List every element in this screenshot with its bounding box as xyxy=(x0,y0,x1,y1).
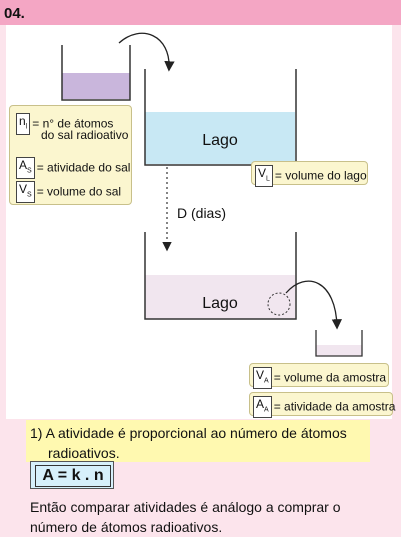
vl-text: = volume do lago xyxy=(274,168,367,183)
a-text: = atividade do sal xyxy=(36,160,131,175)
sample-volume-legend: VA= volume da amostra xyxy=(249,363,389,390)
question-header: 04. xyxy=(0,0,401,25)
note-conclusion: Então comparar atividades é análogo a co… xyxy=(30,497,390,537)
n-symbol: nl xyxy=(16,113,31,136)
n-text-line2: do sal radioativo xyxy=(41,128,129,142)
salt-liquid xyxy=(62,73,130,99)
lake-bottom: Lago xyxy=(144,232,297,320)
legend-n: nl= n° de átomos xyxy=(16,113,114,136)
diagram-svg: Lago D (dias) Lago xyxy=(61,32,363,357)
diagram-panel: Lago D (dias) Lago xyxy=(6,25,392,419)
va-symbol: VA xyxy=(253,367,272,390)
time-label: D (dias) xyxy=(177,205,226,221)
sample-region xyxy=(267,292,291,316)
sample-liquid xyxy=(316,345,362,356)
note2-line1: Então comparar atividades é análogo a co… xyxy=(30,499,341,515)
lake-label-top: Lago xyxy=(202,132,238,149)
n-text: = n° de átomos xyxy=(32,116,114,131)
note-proportional: 1) A atividade é proporcional ao número … xyxy=(30,423,370,463)
v-symbol: VS xyxy=(16,181,35,204)
legend-a: AS= atividade do sal xyxy=(16,157,131,180)
vl-symbol: VL xyxy=(255,165,273,188)
note-highlight xyxy=(26,420,370,462)
note1-line2: radioativos. xyxy=(48,445,120,461)
formula: A = k . n xyxy=(35,465,111,487)
lake-water xyxy=(145,112,295,164)
aa-symbol: AA xyxy=(253,396,272,419)
question-number: 04. xyxy=(4,5,25,22)
note1-line1: 1) A atividade é proporcional ao número … xyxy=(30,425,347,441)
sample-activity-legend: AA= atividade da amostra xyxy=(249,392,396,419)
legend-v: VS= volume do sal xyxy=(16,181,122,204)
note2-line2: número de átomos radioativos. xyxy=(30,519,223,535)
formula-box: A = k . n xyxy=(30,461,114,489)
lake-label-bottom: Lago xyxy=(202,295,238,312)
salt-legend: nl= n° de átomos do sal radioativo AS= a… xyxy=(9,105,132,205)
v-text: = volume do sal xyxy=(36,184,122,199)
va-text: = volume da amostra xyxy=(273,370,387,385)
lake-legend: VL= volume do lago xyxy=(251,161,368,188)
salt-beaker xyxy=(61,45,131,101)
sample-arrow xyxy=(285,280,343,330)
aa-text: = atividade da amostra xyxy=(273,399,396,414)
pour-arrow xyxy=(118,32,175,72)
lake-top: Lago xyxy=(144,69,297,166)
sample-beaker xyxy=(315,330,363,357)
a-symbol: AS xyxy=(16,157,35,180)
